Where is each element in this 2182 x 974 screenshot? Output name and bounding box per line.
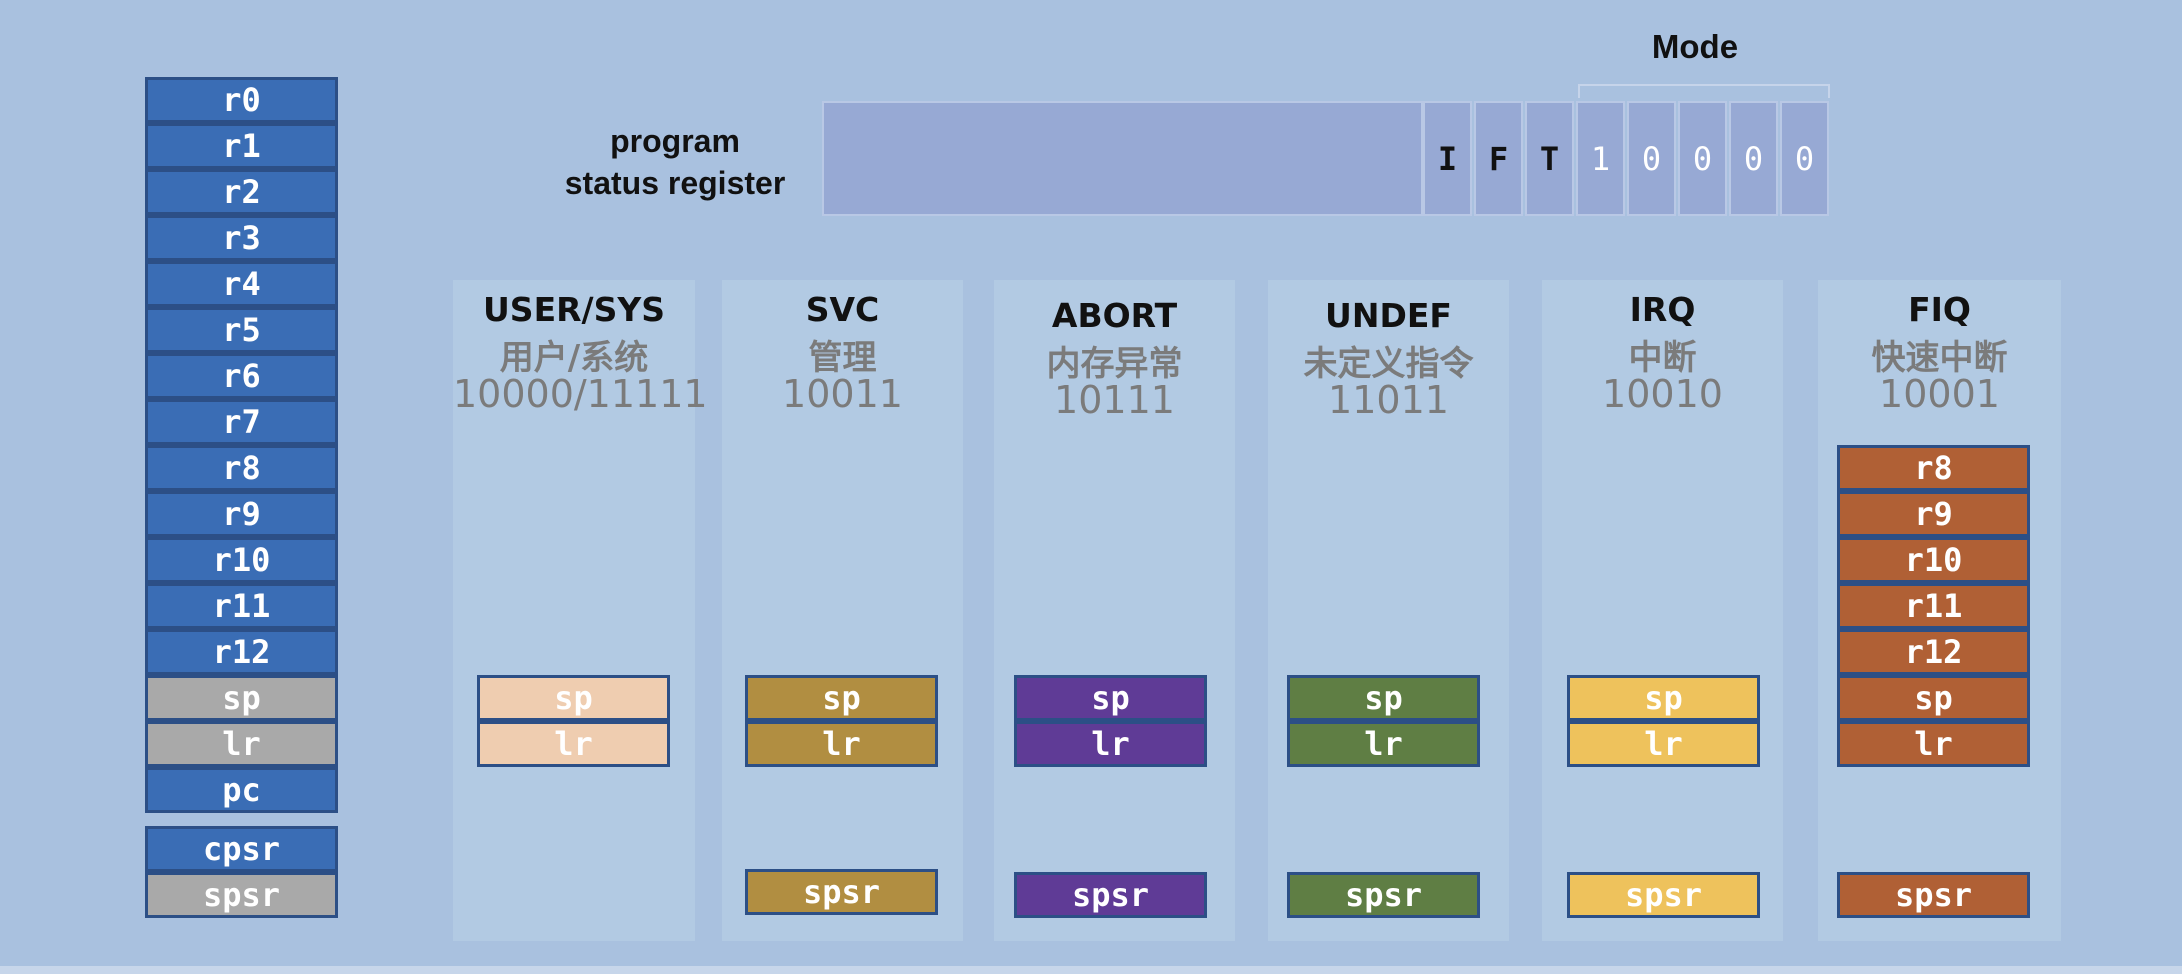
mode-chinese-name: 中断 <box>1628 338 1697 378</box>
banked-register-spsr: spsr <box>1014 872 1207 918</box>
psr-mode-bit-3: 0 <box>1627 101 1676 216</box>
mode-chinese-name: 用户/系统 <box>499 338 649 378</box>
psr-label-line1: program <box>610 123 740 159</box>
mode-title: FIQ <box>1908 290 1971 329</box>
banked-register-spsr: spsr <box>1287 872 1480 918</box>
mode-code: 10111 <box>1054 378 1175 422</box>
register-r11: r11 <box>145 583 338 629</box>
register-r9: r9 <box>145 491 338 537</box>
register-cpsr: cpsr <box>145 826 338 872</box>
bottom-divider <box>0 966 2182 974</box>
mode-code: 10010 <box>1602 372 1723 416</box>
mode-chinese-name: 未定义指令 <box>1303 344 1474 384</box>
mode-code: 10000/11111 <box>453 372 708 416</box>
banked-register-lr: lr <box>1567 721 1760 767</box>
banked-register-lr: lr <box>477 721 670 767</box>
banked-register-sp: sp <box>1014 675 1207 721</box>
mode-title: IRQ <box>1629 290 1696 329</box>
mode-chinese-name: 管理 <box>808 338 877 378</box>
register-r3: r3 <box>145 215 338 261</box>
mode-chinese-name: 内存异常 <box>1046 344 1183 384</box>
banked-register-spsr: spsr <box>1567 872 1760 918</box>
psr-label-line2: status register <box>564 165 786 201</box>
mode-code: 10001 <box>1879 372 2000 416</box>
psr-mode-bit-4: 1 <box>1576 101 1625 216</box>
register-r2: r2 <box>145 169 338 215</box>
psr-bit-i: I <box>1423 101 1472 216</box>
register-r1: r1 <box>145 123 338 169</box>
banked-register-lr: lr <box>1014 721 1207 767</box>
banked-register-sp: sp <box>477 675 670 721</box>
psr-mode-bit-2: 0 <box>1678 101 1727 216</box>
register-spsr: spsr <box>145 872 338 918</box>
banked-register-lr: lr <box>1287 721 1480 767</box>
mode-title: ABORT <box>1051 296 1178 335</box>
mode-code: 10011 <box>782 372 903 416</box>
mode-panel-irq <box>1542 280 1783 941</box>
register-r0: r0 <box>145 77 338 123</box>
mode-bracket <box>1578 84 1830 98</box>
register-r7: r7 <box>145 399 338 445</box>
banked-register-sp: sp <box>745 675 938 721</box>
register-r10: r10 <box>145 537 338 583</box>
banked-register-spsr: spsr <box>1837 872 2030 918</box>
register-r6: r6 <box>145 353 338 399</box>
register-r4: r4 <box>145 261 338 307</box>
mode-chinese-name: 快速中断 <box>1871 338 2008 378</box>
banked-register-r8: r8 <box>1837 445 2030 491</box>
register-r5: r5 <box>145 307 338 353</box>
mode-panel-abort <box>994 280 1235 941</box>
register-pc: pc <box>145 767 338 813</box>
banked-register-r10: r10 <box>1837 537 2030 583</box>
mode-code: 11011 <box>1328 378 1449 422</box>
register-r12: r12 <box>145 629 338 675</box>
register-r8: r8 <box>145 445 338 491</box>
banked-register-r9: r9 <box>1837 491 2030 537</box>
psr-label: program status register <box>540 120 810 204</box>
register-lr: lr <box>145 721 338 767</box>
psr-reserved-field <box>822 101 1423 216</box>
banked-register-sp: sp <box>1287 675 1480 721</box>
mode-title: SVC <box>805 290 880 329</box>
mode-label: Mode <box>1651 28 1739 65</box>
banked-register-sp: sp <box>1567 675 1760 721</box>
psr-mode-bit-0: 0 <box>1780 101 1829 216</box>
mode-panel-svc <box>722 280 963 941</box>
psr-mode-bit-1: 0 <box>1729 101 1778 216</box>
mode-title: USER/SYS <box>483 290 665 329</box>
psr-bit-f: F <box>1474 101 1523 216</box>
mode-title: UNDEF <box>1325 296 1452 335</box>
banked-register-lr: lr <box>745 721 938 767</box>
mode-panel-user-sys <box>453 280 695 941</box>
psr-bit-t: T <box>1525 101 1574 216</box>
register-sp: sp <box>145 675 338 721</box>
banked-register-sp: sp <box>1837 675 2030 721</box>
banked-register-r11: r11 <box>1837 583 2030 629</box>
banked-register-spsr: spsr <box>745 869 938 915</box>
banked-register-lr: lr <box>1837 721 2030 767</box>
banked-register-r12: r12 <box>1837 629 2030 675</box>
mode-panel-undef <box>1268 280 1509 941</box>
